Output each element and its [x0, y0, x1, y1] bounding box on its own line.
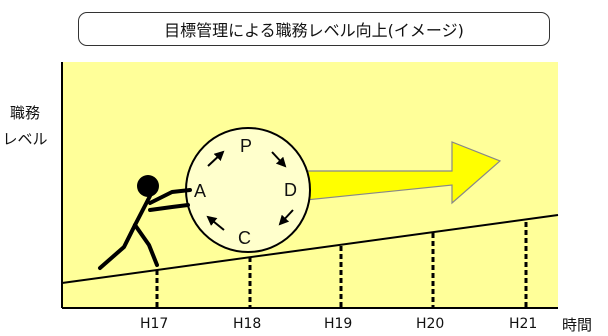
tick-h17: H17 [140, 316, 169, 332]
stick-figure-icon [98, 188, 192, 270]
arrow-a-to-p [207, 150, 225, 167]
x-axis-label: 時間 [562, 316, 593, 334]
pdca-arrows [206, 150, 294, 231]
period-lines [155, 222, 528, 308]
arrow-d-to-c [278, 209, 294, 226]
growth-slope-line [61, 214, 559, 284]
tick-h19: H19 [324, 316, 353, 332]
arrow-p-to-d [271, 151, 287, 168]
tick-h18: H18 [233, 316, 262, 332]
y-axis-label-line1: 職務 [9, 104, 40, 122]
diagram-title: 目標管理による職務レベル向上(イメージ) [164, 21, 464, 40]
title-box: 目標管理による職務レベル向上(イメージ) [78, 12, 550, 46]
pdca-p-label: P [240, 136, 252, 156]
y-axis-label-line2: レベル [2, 130, 48, 148]
growth-arrow-icon [305, 141, 502, 205]
stick-figure-head [137, 175, 159, 197]
pdca-a-label: A [194, 181, 206, 201]
tick-h20: H20 [416, 316, 445, 332]
arrow-c-to-a [206, 215, 225, 231]
y-axis-label: 職務 レベル [2, 100, 48, 152]
pdca-d-label: D [284, 180, 297, 200]
pdca-c-label: C [238, 228, 251, 248]
tick-h21: H21 [509, 316, 538, 332]
